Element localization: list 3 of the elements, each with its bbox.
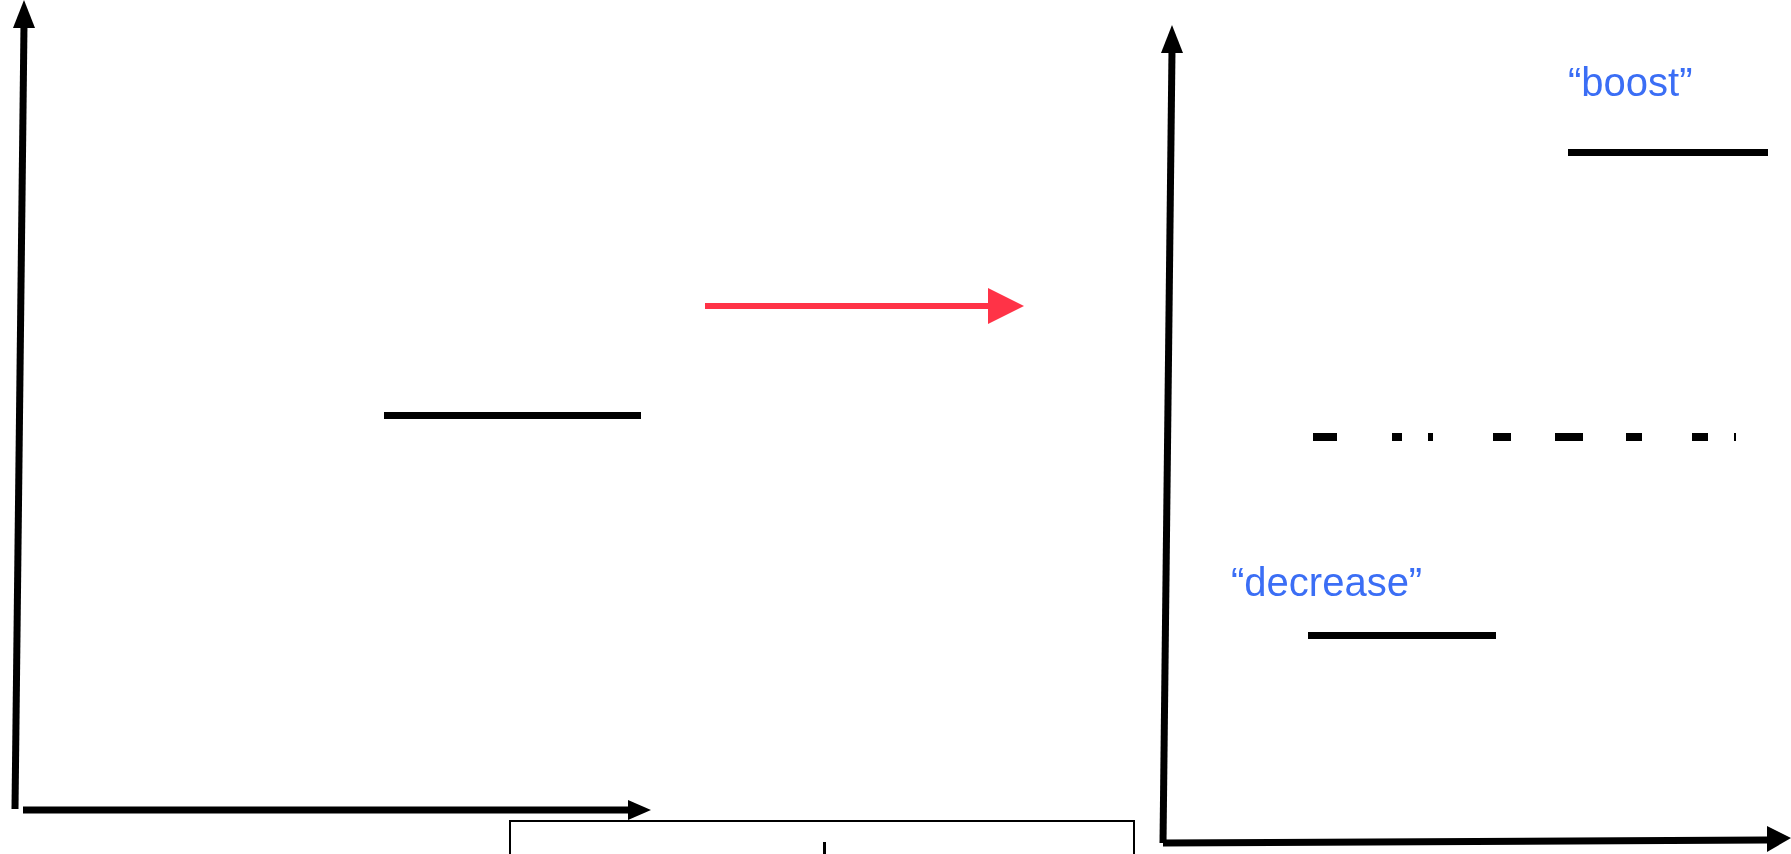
arrow [705,288,1024,324]
graph-label: “boost” [1568,62,1693,102]
graph-label: “decrease” [1231,562,1423,602]
